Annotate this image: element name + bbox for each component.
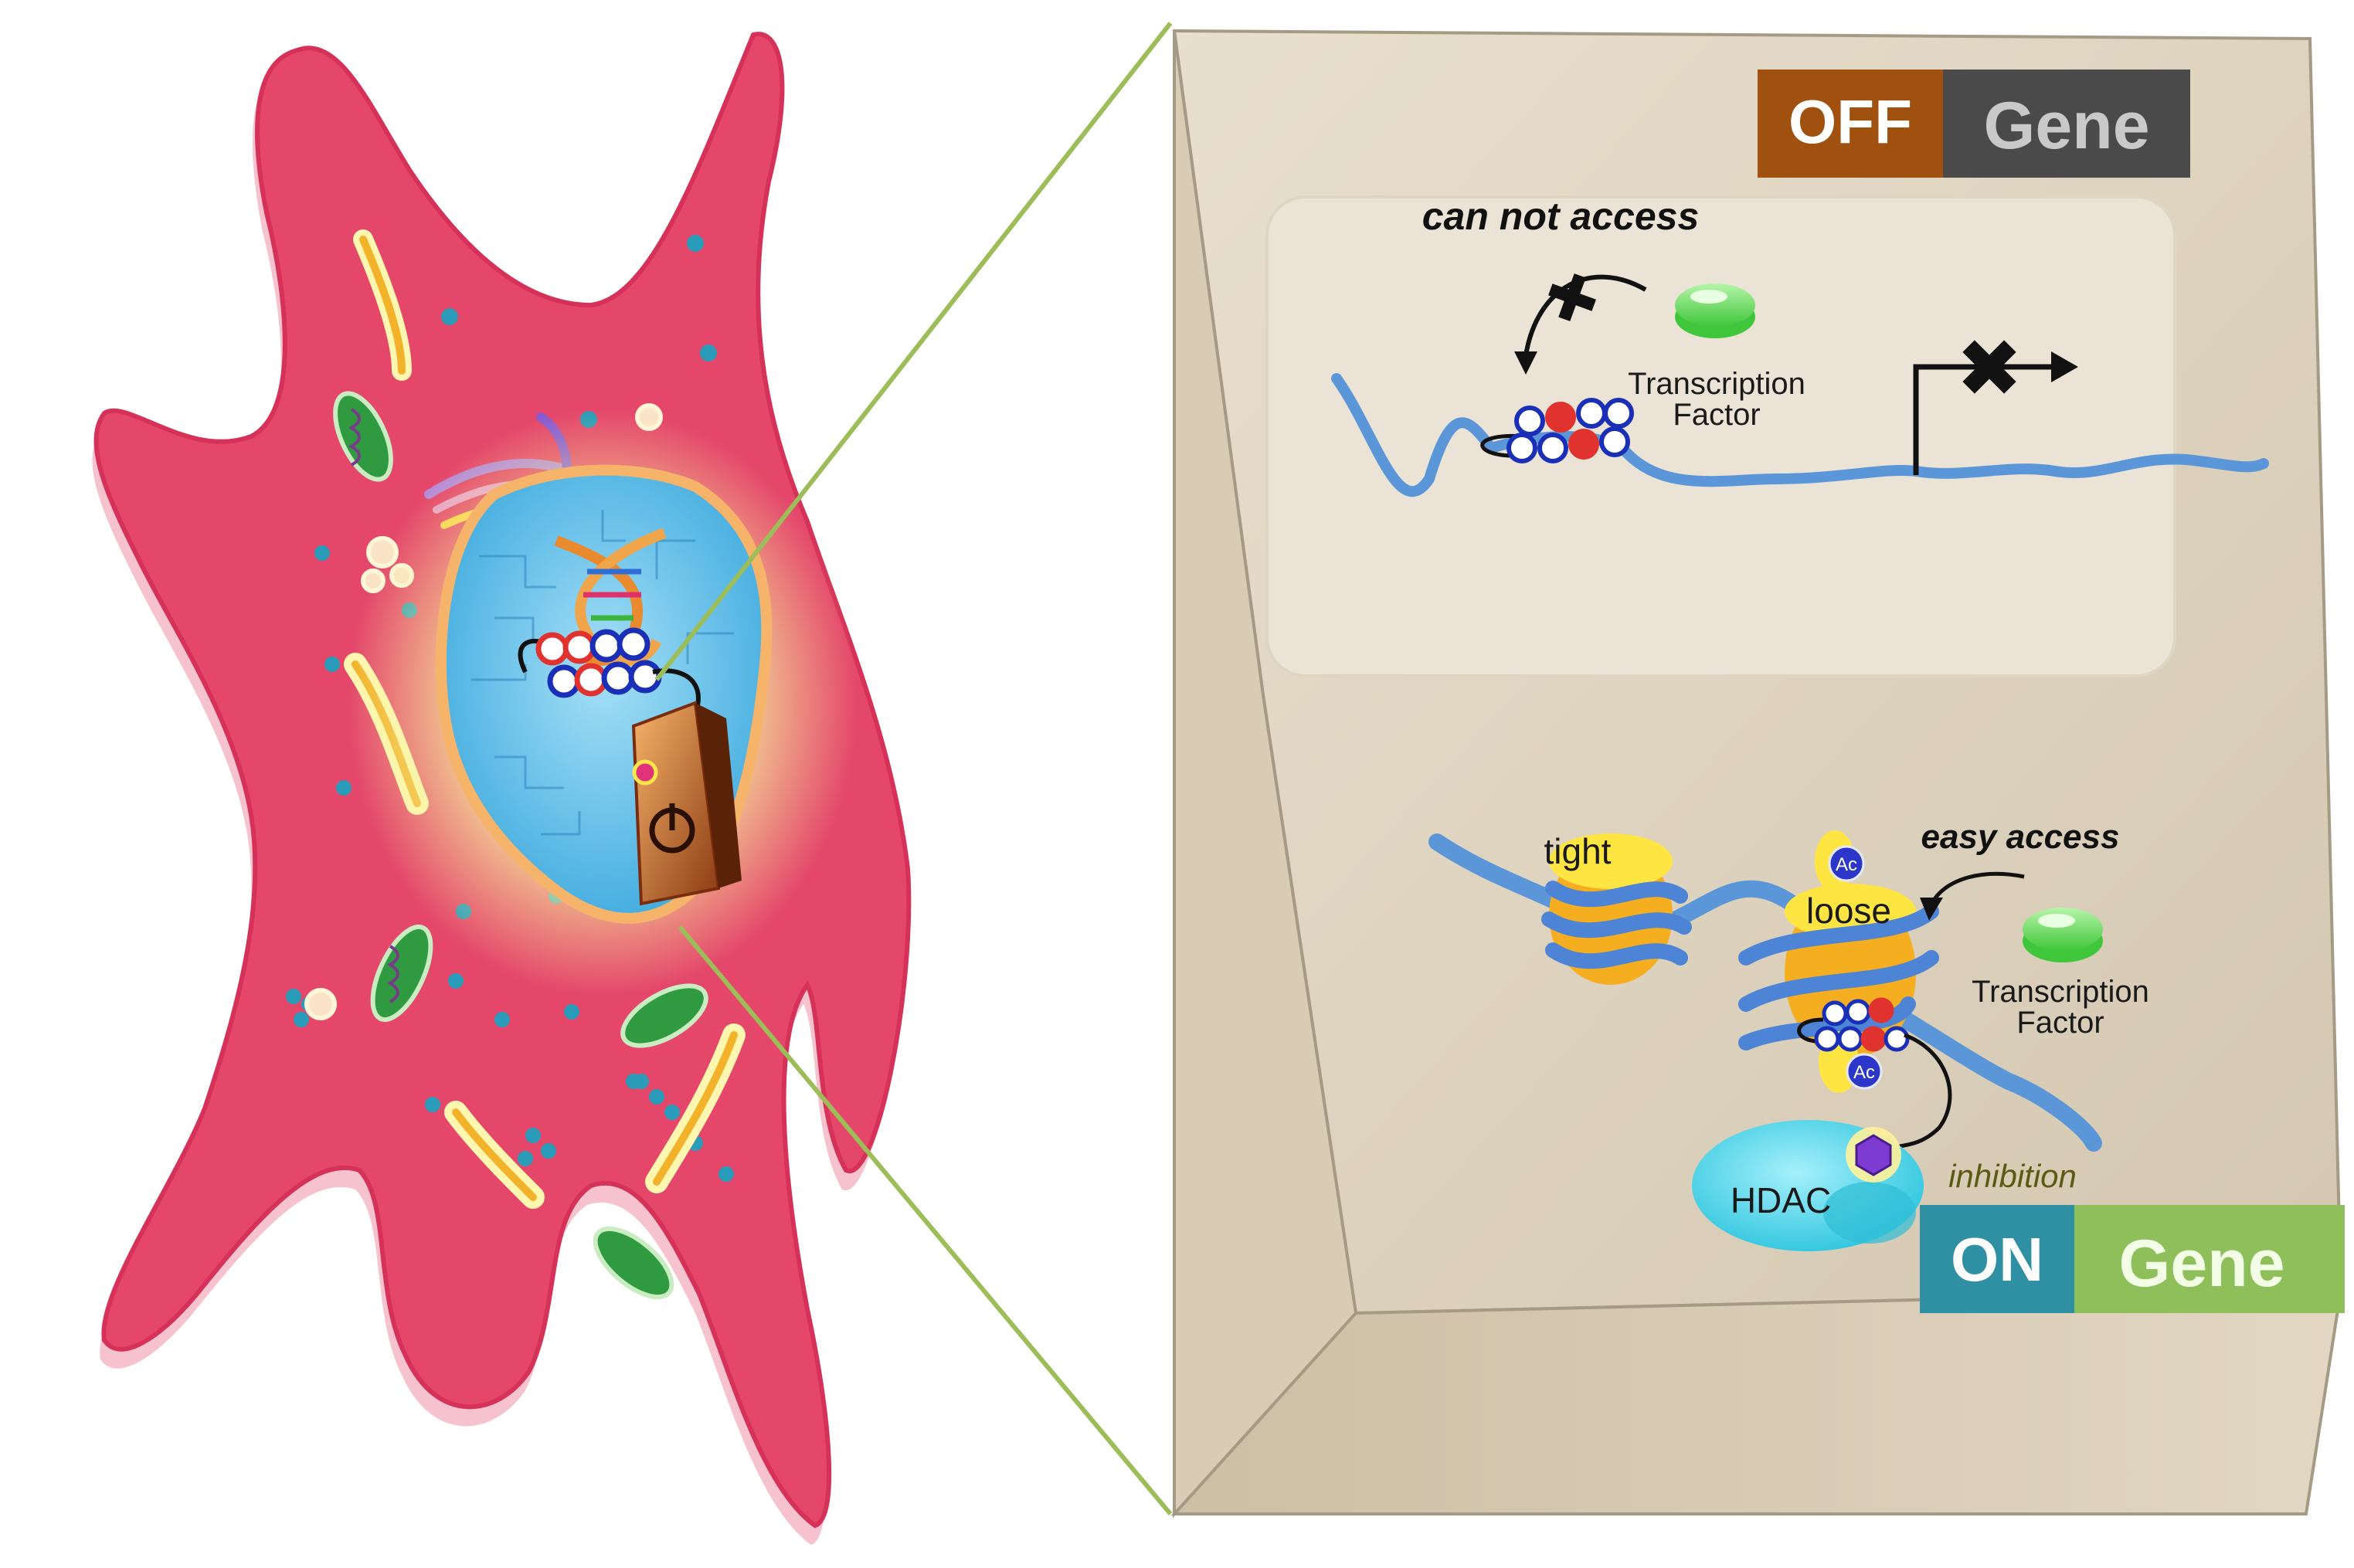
on-state-box — [1920, 1205, 2074, 1313]
access-arrow — [1929, 871, 2025, 905]
on-state-label: ON — [1951, 1225, 2043, 1294]
mitochondria — [333, 391, 708, 1300]
hdac-inhibitor — [1846, 1127, 1901, 1183]
callout-line-top — [654, 22, 1173, 681]
tf-on-label-line1: Transcription — [1972, 975, 2149, 1009]
off-access-caption: can not access — [1422, 195, 1700, 238]
off-state-box — [1758, 70, 1943, 178]
on-gene-label: Gene — [2118, 1227, 2284, 1301]
nucleosome-tight — [1541, 833, 1692, 985]
box-bottom-face — [1170, 1288, 2343, 1515]
blocked-access-arrow — [1523, 274, 1647, 356]
arrow-icon — [1514, 351, 1537, 375]
off-state-label: OFF — [1788, 87, 1912, 156]
box-left-bevel — [1173, 30, 1358, 1519]
power-icon — [649, 803, 695, 854]
cell-illustration — [92, 32, 912, 1546]
nucleosome-rings-on — [1797, 997, 1952, 1153]
acetyl-marker-bottom: Ac — [1846, 1053, 1883, 1090]
arrow-icon — [1920, 898, 1943, 921]
dna-strand-off — [1331, 373, 2269, 497]
power-switch — [631, 701, 742, 906]
off-gene-box — [1943, 70, 2190, 178]
arrow-icon — [2051, 351, 2078, 382]
tf-off-label-line1: Transcription — [1628, 367, 1805, 401]
tf-on-label-line2: Factor — [2016, 1006, 2104, 1040]
blocked-transcription-start — [1913, 340, 2078, 475]
tf-off-label-line2: Factor — [1673, 398, 1760, 432]
dna-strand-on — [1428, 833, 2102, 1152]
acetyl-marker-top: Ac — [1828, 845, 1865, 882]
on-access-caption: easy access — [1921, 818, 2120, 856]
acetyl-label-bottom: Ac — [1853, 1062, 1875, 1083]
transcription-factor-off — [1675, 283, 1755, 338]
gene-switch-box — [1170, 29, 2343, 1519]
cross-icon — [1962, 340, 2016, 394]
hdac-label: HDAC — [1731, 1180, 1831, 1220]
off-inner-panel — [1265, 195, 2176, 677]
transcription-factor-on — [2023, 908, 2103, 962]
inhibition-label: inhibition — [1948, 1158, 2077, 1194]
acetyl-label-top: Ac — [1836, 854, 1857, 875]
on-gene-badge: ON Gene — [1920, 1205, 2345, 1313]
cross-icon — [1548, 273, 1596, 321]
off-gene-badge: OFF Gene — [1758, 70, 2190, 178]
nucleosome-tight-off — [1480, 398, 1634, 463]
callout-line-bottom — [678, 925, 1173, 1515]
tight-label: tight — [1544, 831, 1612, 871]
off-gene-label: Gene — [1983, 89, 2149, 163]
off-chromatin-panel: can not access Transcription Factor — [1331, 195, 2269, 497]
on-chromatin-panel: tight loose Ac Ac e — [1428, 818, 2149, 1251]
on-gene-box — [2074, 1205, 2345, 1313]
loose-label: loose — [1806, 891, 1891, 931]
